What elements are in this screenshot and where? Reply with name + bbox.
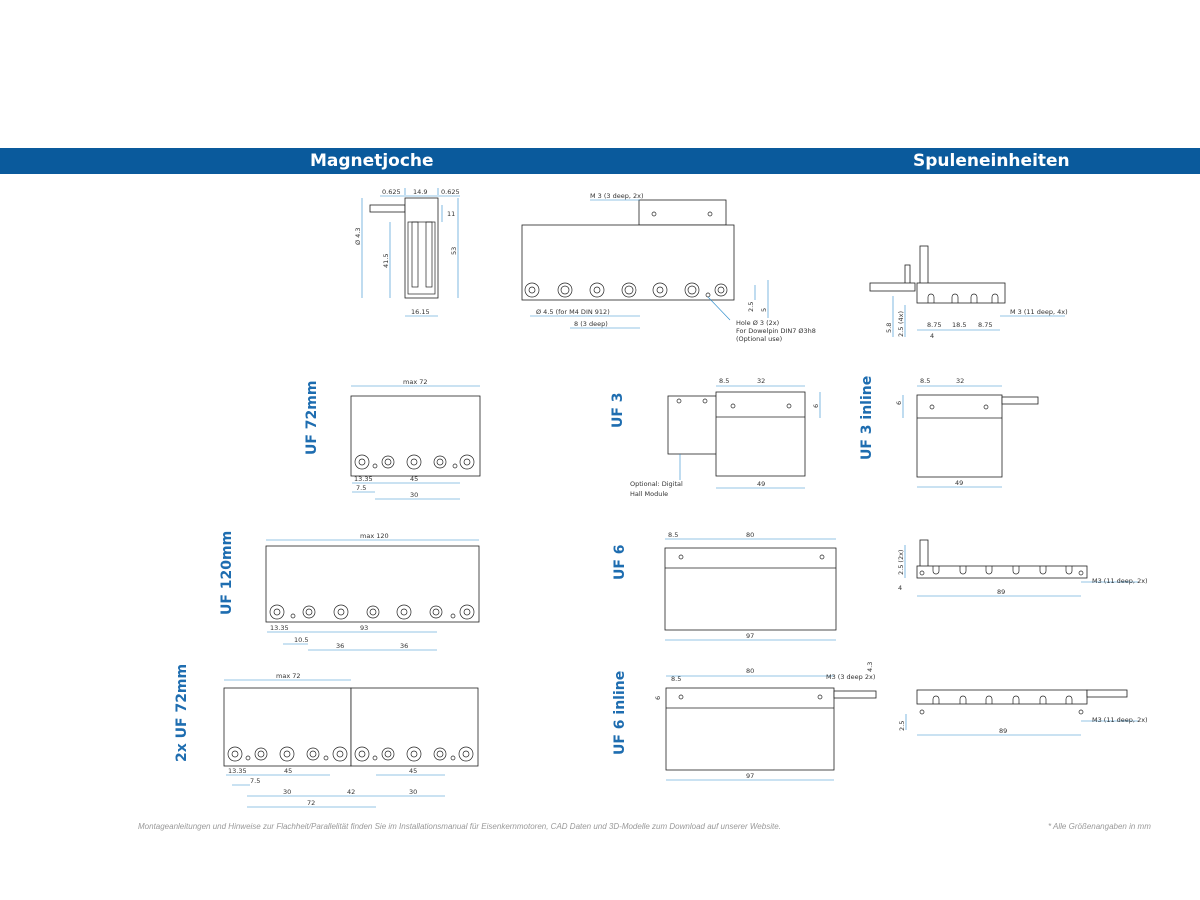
dim-43: Ø 4.3 <box>354 227 362 245</box>
uf6i-43: 4.3 <box>866 662 874 672</box>
dim-45a: 45 <box>410 475 418 483</box>
dim-1335a: 13.35 <box>354 475 373 483</box>
sp-4a: (4x) <box>897 311 905 324</box>
dim-105: 10.5 <box>294 636 308 644</box>
uf3-drawing: 8.5 32 6 49 Optional: Digital Hall Modul… <box>630 377 821 498</box>
sp6-25: 2.5 (2x) <box>897 550 905 575</box>
dim-30a: 30 <box>410 491 418 499</box>
sp6i-25: 2.5 <box>898 721 906 731</box>
sp-58: 5.8 <box>885 323 893 333</box>
dim-8deep: 8 (3 deep) <box>574 320 608 328</box>
dim-45b: 45 <box>284 767 292 775</box>
footer-units: * Alle Größenangaben in mm <box>1048 822 1151 831</box>
sp-875a: 8.75 <box>927 321 941 329</box>
dim-max72: max 72 <box>403 378 428 386</box>
uf3i-32: 32 <box>956 377 964 385</box>
coil6inline-side-view: 2.5 89 M3 (11 deep, 2x) <box>898 689 1148 736</box>
uf6i-6: 6 <box>654 696 662 700</box>
uf6-drawing: 8.5 80 97 <box>664 531 837 641</box>
sp-4: 4 <box>930 332 934 340</box>
dim-415: 41.5 <box>382 254 390 268</box>
sp-25: 2.5 <box>897 327 905 337</box>
yoke-cross-section: 0.625 14.9 0.625 11 Ø 4.3 41.5 53 16.15 <box>354 188 460 317</box>
sp6-89: 89 <box>997 588 1005 596</box>
dim-11: 11 <box>447 210 455 218</box>
dim-30c: 30 <box>409 788 417 796</box>
dim-149: 14.9 <box>413 188 427 196</box>
uf3-digital1: Optional: Digital <box>630 480 683 488</box>
sp6i-m3: M3 (11 deep, 2x) <box>1092 716 1148 724</box>
dim-53: 53 <box>450 247 458 255</box>
sp6-4: 4 <box>898 584 902 592</box>
dim-36a: 36 <box>336 642 344 650</box>
magnetjoche-title: Magnetjoche <box>310 151 434 171</box>
dim-1615: 16.15 <box>411 308 430 316</box>
dim-36b: 36 <box>400 642 408 650</box>
uf3-85: 8.5 <box>719 377 729 385</box>
dim-1335b: 13.35 <box>270 624 289 632</box>
dim-optional: (Optional use) <box>736 335 782 343</box>
uf2x72-drawing: max 72 13.35 45 7.5 30 42 30 45 72 <box>223 672 479 808</box>
uf6-80: 80 <box>746 531 754 539</box>
sp-185: 18.5 <box>952 321 966 329</box>
coil-side-view: 5.8 2.5 (4x) 4 8.75 18.5 8.75 M 3 (11 de… <box>869 245 1068 340</box>
uf6-85: 8.5 <box>668 531 678 539</box>
uf3-32: 32 <box>757 377 765 385</box>
dim-25: 2.5 <box>747 302 755 312</box>
uf6i-97: 97 <box>746 772 754 780</box>
dim-75a: 7.5 <box>356 484 366 492</box>
uf3-digital2: Hall Module <box>630 490 668 498</box>
uf72-drawing: max 72 13.35 45 7.5 30 <box>350 378 481 500</box>
coil6-side-view: 2.5 (2x) 4 89 M3 (11 deep, 2x) <box>897 539 1148 597</box>
uf3-6: 6 <box>812 404 820 408</box>
dim-30b: 30 <box>283 788 291 796</box>
uf3inline-drawing: 8.5 32 6 49 <box>895 377 1039 488</box>
uf3i-85: 8.5 <box>920 377 930 385</box>
dim-max120: max 120 <box>360 532 389 540</box>
dim-hole: Hole Ø 3 (2x) <box>736 319 779 327</box>
uf3i-49: 49 <box>955 479 963 487</box>
dim-0625a: 0.625 <box>382 188 401 196</box>
dim-42: 42 <box>347 788 355 796</box>
sp6-m3: M3 (11 deep, 2x) <box>1092 577 1148 585</box>
uf6i-80: 80 <box>746 667 754 675</box>
sp6i-89: 89 <box>999 727 1007 735</box>
footer-note: Montageanleitungen und Hinweise zur Flac… <box>138 822 781 831</box>
uf3-49: 49 <box>757 480 765 488</box>
dim-m3deep: M 3 (3 deep, 2x) <box>590 192 644 200</box>
dim-93: 93 <box>360 624 368 632</box>
uf6i-85: 8.5 <box>671 675 681 683</box>
sp-m3: M 3 (11 deep, 4x) <box>1010 308 1068 316</box>
dim-72: 72 <box>307 799 315 807</box>
dim-5: 5 <box>760 308 768 312</box>
dim-75b: 7.5 <box>250 777 260 785</box>
yoke-front-view: M 3 (3 deep, 2x) Ø 4.5 (for M4 DIN 912) … <box>521 192 816 343</box>
uf3i-6: 6 <box>895 401 903 405</box>
dim-1335c: 13.35 <box>228 767 247 775</box>
dim-0625b: 0.625 <box>441 188 460 196</box>
dim-max72b: max 72 <box>276 672 301 680</box>
uf120-drawing: max 120 13.35 93 10.5 36 36 <box>265 532 480 651</box>
spuleneinheiten-title: Spuleneinheiten <box>913 151 1070 171</box>
dim-45m4: Ø 4.5 (for M4 DIN 912) <box>536 308 610 316</box>
dim-45c: 45 <box>409 767 417 775</box>
uf6i-m3: M3 (3 deep 2x) <box>826 673 875 681</box>
uf6-97: 97 <box>746 632 754 640</box>
header-banner: Magnetjoche Spuleneinheiten <box>0 148 1200 174</box>
sp-875b: 8.75 <box>978 321 992 329</box>
uf6inline-drawing: 8.5 80 M3 (3 deep 2x) 4.3 6 97 <box>654 662 877 781</box>
dim-dowel: For Dowelpin DIN7 Ø3h8 <box>736 327 816 335</box>
